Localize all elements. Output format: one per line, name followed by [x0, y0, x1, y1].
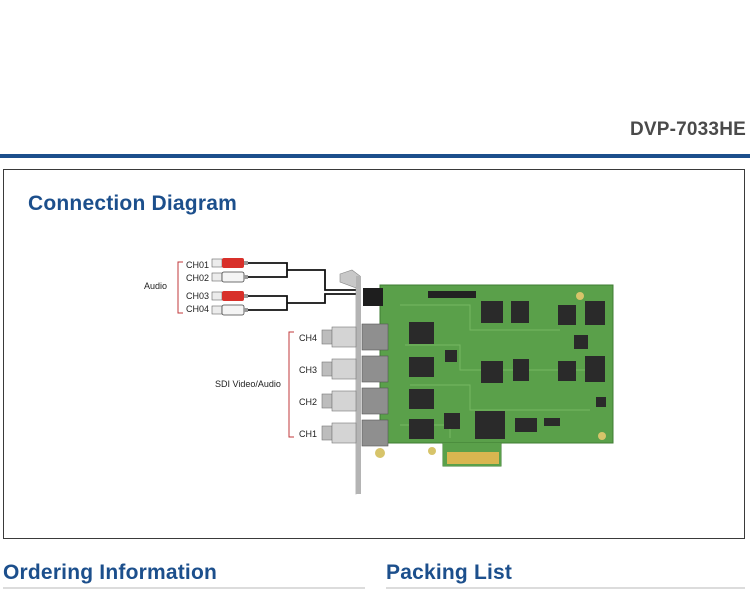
connection-diagram-panel: [3, 169, 745, 539]
rca-connector-ch04: [211, 304, 248, 316]
audio-ch03-label: CH03: [186, 291, 209, 301]
audio-ch01-label: CH01: [186, 260, 209, 270]
ordering-information-rule: [3, 587, 365, 589]
audio-header-connector: [363, 288, 383, 306]
audio-cables: [248, 262, 360, 311]
bnc-connector-ch3: [321, 355, 389, 383]
mounting-bracket: [339, 269, 361, 495]
packing-list-rule: [386, 587, 745, 589]
rca-connector-ch01: [211, 258, 248, 268]
bnc-connector-ch4: [321, 323, 389, 351]
pcie-gold-fingers: [447, 452, 499, 464]
bnc-connector-ch2: [321, 387, 389, 415]
header-rule: [0, 154, 750, 158]
audio-label: Audio: [144, 281, 167, 291]
sdi-bracket: [288, 331, 294, 438]
audio-bracket: [177, 261, 183, 314]
rca-connector-ch03: [211, 291, 248, 301]
audio-ch04-label: CH04: [186, 304, 209, 314]
connection-diagram-title: Connection Diagram: [28, 192, 237, 215]
bnc-connector-ch1: [321, 419, 389, 447]
sdi-label: SDI Video/Audio: [215, 379, 281, 389]
ordering-information-title: Ordering Information: [3, 561, 217, 584]
rca-connector-ch02: [211, 271, 248, 283]
pcb-board: [363, 284, 614, 467]
packing-list-title: Packing List: [386, 561, 513, 584]
audio-ch02-label: CH02: [186, 273, 209, 283]
model-number: DVP-7033HE: [629, 119, 746, 140]
sdi-ch4-label: CH4: [299, 333, 317, 343]
sdi-ch1-label: CH1: [299, 429, 317, 439]
sdi-ch2-label: CH2: [299, 397, 317, 407]
sdi-ch3-label: CH3: [299, 365, 317, 375]
